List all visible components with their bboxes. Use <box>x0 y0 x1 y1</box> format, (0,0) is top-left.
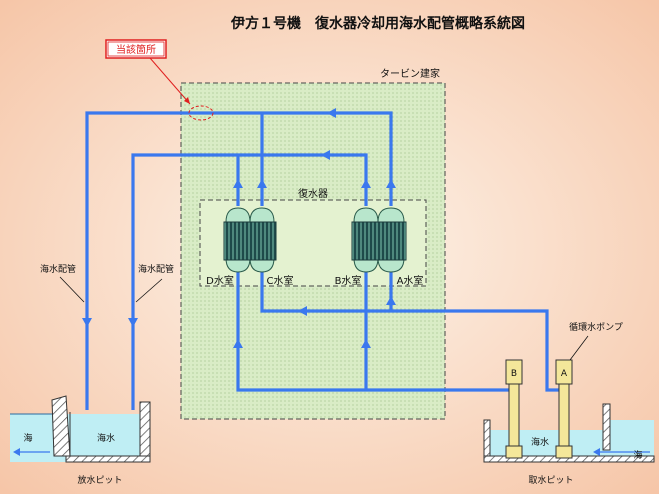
arrow-riser-d <box>233 179 243 188</box>
arrow-riser-a <box>386 179 396 188</box>
flow-arrows <box>82 108 396 348</box>
arrow-inlet-a <box>298 306 307 316</box>
discharge-water <box>10 414 150 462</box>
intake-screen-wall <box>602 403 611 451</box>
pump-b-label: B <box>511 369 517 379</box>
arrow-down-right <box>128 318 138 327</box>
intake-sea-label: 海 <box>633 449 642 461</box>
arrow-down-left <box>82 318 92 327</box>
seawater-pipe-label-left: 海水配管 <box>40 263 76 275</box>
tube-bundle-dc <box>223 221 277 261</box>
arrow-top-2 <box>321 150 330 160</box>
pipe-leader-right <box>135 278 163 303</box>
arrow-top-1 <box>327 108 336 118</box>
pipe-leader-left <box>59 276 85 303</box>
arrow-riser-c <box>257 179 267 188</box>
tube-bundle-ba <box>351 221 407 261</box>
pump-b <box>505 359 523 459</box>
condenser-label: 復水器 <box>298 187 328 200</box>
room-c-label: C水室 <box>267 274 294 287</box>
intake-pit-label: 取水ピット <box>528 474 573 486</box>
callout-box <box>105 39 167 59</box>
callout-leader <box>149 57 191 105</box>
room-d-label: D水室 <box>206 274 234 287</box>
discharge-flow-arrow <box>13 448 20 456</box>
pump-a <box>555 359 573 459</box>
pump-a-label: A <box>561 369 568 379</box>
discharge-sea-label: 海 <box>23 432 32 444</box>
seawater-pipe-label-right: 海水配管 <box>138 263 174 275</box>
callout-label: 当該箇所 <box>116 43 156 56</box>
discharge-water-label: 海水 <box>97 432 115 444</box>
condenser-unit-dc <box>223 207 277 273</box>
callout-arrowhead <box>184 97 190 104</box>
intake-pit <box>483 403 655 463</box>
discharge-floor <box>65 455 151 463</box>
arrow-up-d <box>233 339 243 348</box>
intake-water-label: 海水 <box>531 436 549 448</box>
pump-a-bowl <box>555 445 573 459</box>
diagram-title: 伊方１号機 復水器冷却用海水配管概略系統図 <box>230 15 525 32</box>
arrow-riser-b <box>361 179 371 188</box>
affected-location-marker <box>188 105 214 121</box>
discharge-pit <box>10 395 151 463</box>
callout-box-inner <box>107 41 165 57</box>
pump-a-shaft <box>558 383 570 447</box>
arrow-up-a <box>386 296 396 305</box>
circ-pump-leader <box>569 335 589 361</box>
pump-b-shaft <box>508 383 520 447</box>
pump-b-bowl <box>505 445 523 459</box>
room-b-label: B水室 <box>335 274 362 287</box>
discharge-pit-label: 放水ピット <box>77 474 122 486</box>
condenser-unit-ba <box>351 207 407 273</box>
turbine-building-label: タービン建家 <box>380 67 440 80</box>
arrow-up-b <box>361 339 371 348</box>
outlet-pipe-upper <box>85 111 393 410</box>
discharge-right-wall <box>139 401 151 461</box>
intake-flow-arrow <box>593 448 600 456</box>
room-a-label: A水室 <box>397 274 424 287</box>
circ-pump-label: 循環水ポンプ <box>569 321 623 333</box>
